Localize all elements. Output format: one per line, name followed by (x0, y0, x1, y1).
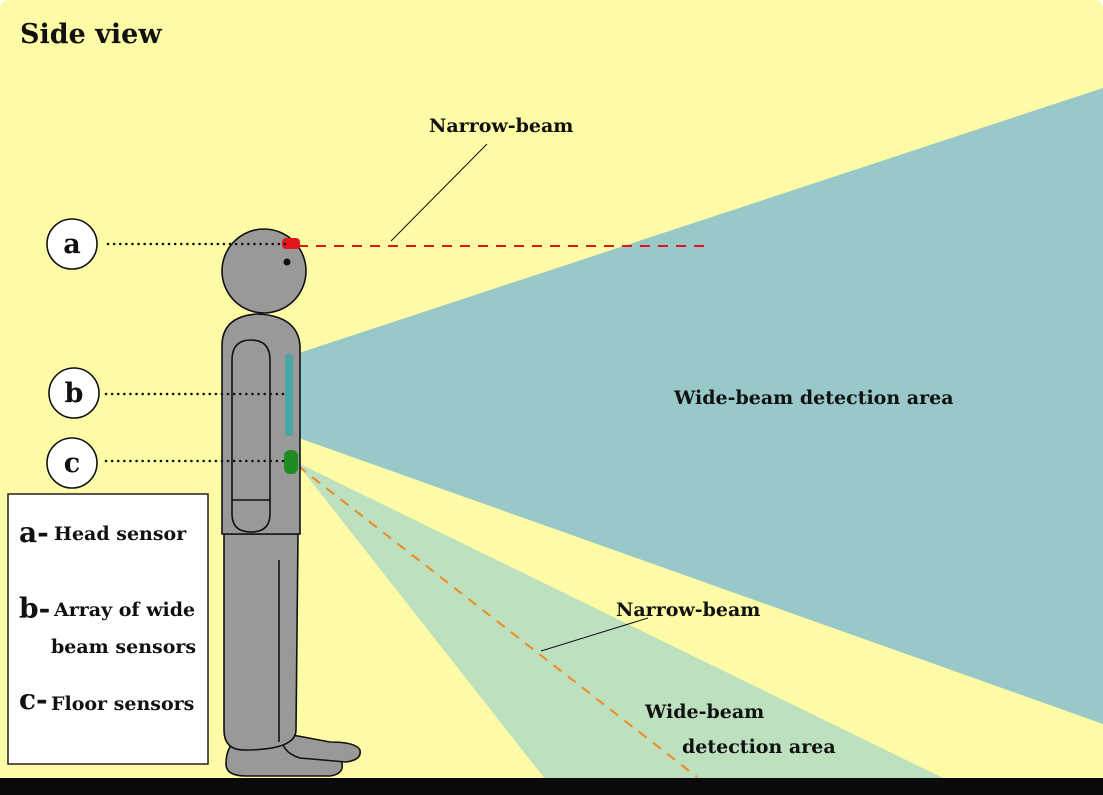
diagram-title: Side view (20, 19, 162, 50)
wide-beam-area-label: Wide-beam detection area (673, 387, 954, 409)
narrow-beam-bottom-pointer (540, 617, 649, 652)
legend-text-a: Head sensor (54, 523, 187, 545)
legs (223, 533, 299, 751)
marker-c-label: c (64, 448, 80, 479)
arm (231, 339, 271, 533)
head (221, 228, 307, 314)
narrow-beam-bottom-label: Narrow-beam (616, 599, 760, 621)
legend-key-a: a- (19, 516, 49, 549)
legend-key-b: b- (19, 592, 50, 625)
floor-wide-beam-label-line1: Wide-beam (644, 701, 764, 723)
legend-text-c: Floor sensors (51, 693, 194, 715)
head-sensor (282, 238, 300, 249)
marker-c-circle (46, 437, 98, 489)
ground (0, 778, 1103, 795)
marker-a-circle (46, 218, 98, 270)
wide-beam-sensor-array (285, 354, 293, 436)
narrow-beam-top-label: Narrow-beam (429, 115, 573, 137)
marker-b-label: b (65, 378, 84, 409)
legend-text-b-line1: Array of wide (53, 599, 195, 621)
floor-wide-beam-label-line2: detection area (682, 736, 836, 758)
narrow-beam-top-pointer (390, 143, 488, 242)
wide-beam-area (296, 88, 1103, 724)
legend-box (7, 493, 209, 765)
floor-narrow-beam (297, 465, 698, 778)
foot-front (281, 733, 362, 763)
eye (283, 258, 291, 266)
floor-sensor (284, 450, 298, 474)
legend-key-c: c- (19, 683, 48, 716)
marker-b-circle (48, 367, 100, 419)
marker-a-label: a (63, 229, 81, 260)
legend: a- Head sensor b- Array of wide beam sen… (7, 493, 209, 765)
floor-wide-beam-area (296, 462, 945, 779)
legend-text-b-line2: beam sensors (51, 636, 196, 658)
